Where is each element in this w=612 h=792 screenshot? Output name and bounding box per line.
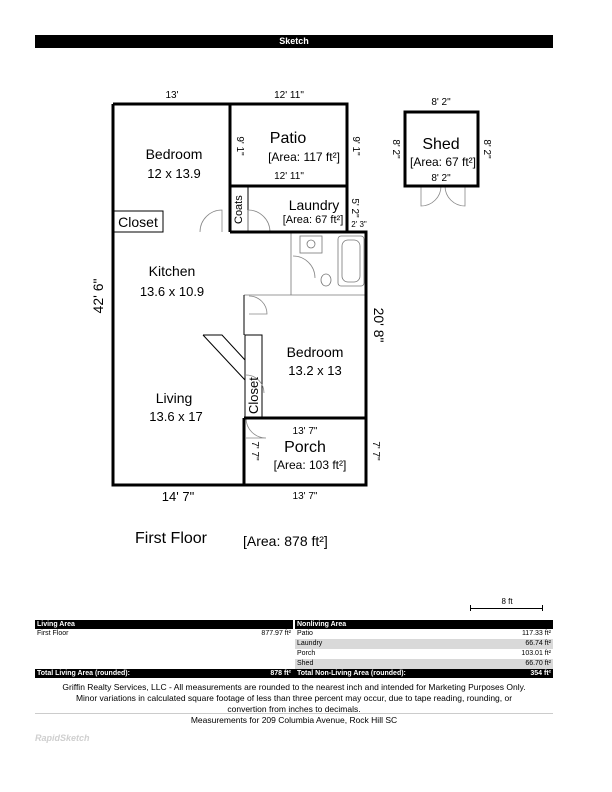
floor-area: [Area: 878 ft²] <box>243 533 328 549</box>
closet1-label: Closet <box>118 214 158 230</box>
nonliving-area-header: Nonliving Area <box>295 620 553 629</box>
table-row: Shed 66.70 ft² <box>295 659 553 669</box>
kitchen-name: Kitchen <box>149 263 196 279</box>
room-labels: Bedroom 12 x 13.9 Patio [Area: 117 ft²] … <box>118 130 476 472</box>
patio-area: [Area: 117 ft²] <box>268 150 340 164</box>
door-swings <box>199 185 466 439</box>
dim-top-patio: 12' 11" <box>274 90 304 101</box>
dim-shed-bottom: 8' 2" <box>431 173 451 184</box>
shed-name: Shed <box>422 136 459 153</box>
stair-line <box>203 334 246 361</box>
dim-right-bedroom: 20' 8" <box>371 308 387 343</box>
row-value: 66.74 ft² <box>525 640 551 647</box>
laundry-area: [Area: 67 ft²] <box>283 214 344 226</box>
row-value: 877.97 ft² <box>261 630 291 637</box>
shed-area: [Area: 67 ft²] <box>410 155 476 169</box>
table-row: Porch 103.01 ft² <box>295 649 553 659</box>
row-value: 66.70 ft² <box>525 660 551 667</box>
living-name: Living <box>156 390 193 406</box>
table-row: First Floor 877.97 ft² <box>35 629 293 639</box>
kitchen-dims: 13.6 x 10.9 <box>140 284 204 299</box>
measurements-address: Measurements for 209 Columbia Avenue, Ro… <box>190 715 398 725</box>
scale-label: 8 ft <box>501 597 513 606</box>
closet2-label: Closet <box>246 377 261 414</box>
dim-patio-right: 9' 1" <box>350 136 361 156</box>
bedroom1-dims: 12 x 13.9 <box>147 166 201 181</box>
scale-tick <box>470 605 471 611</box>
disclaimer: Griffin Realty Services, LLC - All measu… <box>35 682 553 715</box>
row-name: Shed <box>297 660 314 667</box>
door-icon <box>248 295 268 315</box>
interior-details <box>112 186 366 418</box>
patio-name: Patio <box>270 130 307 147</box>
nonliving-area-column: Nonliving Area Patio 117.33 ft² Laundry … <box>295 620 553 669</box>
dim-laundry-right: 5' 2" <box>349 198 360 218</box>
door-icon <box>247 209 271 233</box>
walls <box>111 102 480 487</box>
bedroom2-dims: 13.2 x 13 <box>288 363 342 378</box>
dim-shed-right: 8' 2" <box>481 139 492 159</box>
door-icon <box>199 209 223 233</box>
living-area-header: Living Area <box>35 620 293 629</box>
dim-shed-left: 8' 2" <box>390 139 401 159</box>
dim-porch-right: 7' 7" <box>370 441 381 461</box>
total-nonliving-value: 354 ft² <box>530 670 551 677</box>
floor-label: First Floor <box>135 530 207 547</box>
porch-name: Porch <box>284 439 326 456</box>
coats-label: Coats <box>233 195 245 224</box>
dim-top-left: 13' <box>165 90 178 101</box>
disclaimer-line: Griffin Realty Services, LLC - All measu… <box>62 682 526 692</box>
total-nonliving-label: Total Non-Living Area (rounded): <box>297 670 406 677</box>
row-name: Porch <box>297 650 316 657</box>
scale-line <box>470 608 542 609</box>
dim-shed-top: 8' 2" <box>431 97 451 108</box>
dim-left-total: 42' 6" <box>90 279 106 314</box>
row-value: 117.33 ft² <box>521 630 551 637</box>
dim-bottom-porch: 13' 7" <box>293 491 318 502</box>
living-area-column: Living Area First Floor 877.97 ft² <box>35 620 293 639</box>
dim-patio-left: 9' 1" <box>234 136 245 156</box>
bathtub-basin-icon <box>341 239 361 283</box>
disclaimer-line: Minor variations in calculated square fo… <box>75 693 513 703</box>
bathtub-icon <box>337 235 365 287</box>
total-living-label: Total Living Area (rounded): <box>37 670 130 677</box>
table-row: Laundry 66.74 ft² <box>295 639 553 649</box>
row-name: First Floor <box>37 630 69 637</box>
door-icon <box>245 417 267 439</box>
row-name: Laundry <box>297 640 323 647</box>
scale-bar: 8 ft <box>470 597 544 613</box>
door-icon <box>420 185 442 207</box>
disclaimer-line: convertion from inches to decimals. <box>227 704 361 714</box>
porch-area: [Area: 103 ft²] <box>274 458 347 472</box>
bedroom2-name: Bedroom <box>287 344 344 360</box>
row-name: Patio <box>297 630 313 637</box>
door-icon <box>292 255 316 279</box>
table-row: Patio 117.33 ft² <box>295 629 553 639</box>
door-icon <box>245 374 265 394</box>
dim-bottom-left: 14' 7" <box>162 489 195 504</box>
shed-outline <box>403 110 480 188</box>
bedroom1-name: Bedroom <box>146 146 203 162</box>
door-icon <box>444 185 466 207</box>
stair-diagonal <box>202 334 246 381</box>
dimension-labels: 13' 12' 11" 9' 1" 9' 1" 12' 11" 5' 2" 2'… <box>90 90 492 504</box>
dim-laundry-small: 2' 3" <box>351 220 367 229</box>
dim-porch-top: 13' 7" <box>293 426 318 437</box>
row-value: 103.01 ft² <box>521 650 551 657</box>
sink-basin-icon <box>306 239 316 249</box>
dim-patio-bottom: 12' 11" <box>274 171 304 182</box>
scale-tick <box>542 605 543 611</box>
totals-bar: Total Living Area (rounded): 878 ft² Tot… <box>35 669 553 678</box>
toilet-icon <box>320 273 332 287</box>
laundry-name: Laundry <box>289 197 340 213</box>
living-dims: 13.6 x 17 <box>149 409 203 424</box>
sink-icon <box>299 235 323 254</box>
rapidsketch-logo: RapidSketch <box>35 733 90 743</box>
total-living-value: 878 ft² <box>270 670 291 677</box>
footer-divider <box>35 713 553 714</box>
house-outline <box>111 102 368 487</box>
sketch-header: Sketch <box>35 35 553 48</box>
dim-porch-left: 7' 7" <box>249 441 260 461</box>
